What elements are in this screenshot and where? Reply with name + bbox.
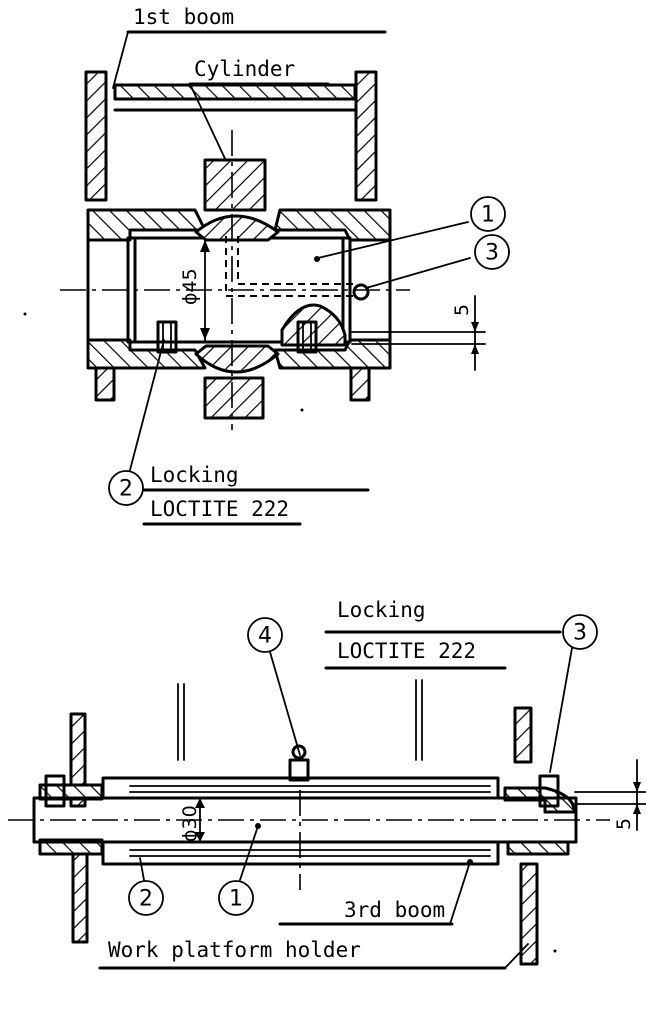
svg-text:2: 2 xyxy=(119,477,133,502)
locking-screw-right xyxy=(296,320,318,354)
label-loctite-bottom: LOCTITE 222 xyxy=(337,639,476,663)
callout-leader-1-top xyxy=(317,221,469,259)
dim-phi30: ϕ30 xyxy=(179,805,201,842)
svg-text:4: 4 xyxy=(258,624,272,649)
svg-text:1: 1 xyxy=(481,203,495,228)
lug-arc xyxy=(280,303,347,347)
callout-3-bottom: 3 xyxy=(562,614,598,650)
plate-left-lower xyxy=(71,848,89,944)
callout-1-bottom: 1 xyxy=(218,880,254,916)
svg-text:3: 3 xyxy=(485,241,499,266)
bearing-lower xyxy=(194,344,280,374)
pin-body xyxy=(126,236,352,344)
top-assembly-view: 1st boom Cylinder xyxy=(23,5,510,526)
housing-top-right xyxy=(273,208,392,242)
dim-phi45: ϕ45 xyxy=(179,268,201,305)
label-cylinder: Cylinder xyxy=(194,57,295,81)
cylinder-leader xyxy=(189,83,229,166)
plate-right-lower xyxy=(519,862,539,966)
callout-2-top: 2 xyxy=(108,470,144,506)
callout-1-top: 1 xyxy=(470,196,506,232)
callout-leader-3-top xyxy=(365,257,471,289)
label-3rd-boom: 3rd boom xyxy=(344,898,445,922)
bottom-assembly-view: Locking LOCTITE 222 3 4 xyxy=(8,598,646,970)
svg-text:1: 1 xyxy=(229,887,243,912)
label-locking-bottom: Locking xyxy=(337,598,426,622)
cylinder-lower xyxy=(203,376,265,420)
grease-nipple-bottom xyxy=(288,758,310,782)
plate-right-upper xyxy=(513,706,533,764)
callout-2-bottom: 2 xyxy=(128,880,164,916)
label-locking-top: Locking xyxy=(150,463,239,487)
svg-text:2: 2 xyxy=(139,887,153,912)
bearing-upper xyxy=(194,214,280,242)
boom-top-plate xyxy=(113,83,357,101)
label-work-platform-holder: Work platform holder xyxy=(108,938,361,962)
callout-leader-2-top xyxy=(129,339,165,471)
plate-left-upper xyxy=(69,712,87,808)
callout-3-top: 3 xyxy=(474,234,510,270)
dim-5-bottom: 5 xyxy=(613,818,635,830)
housing-bottom-left xyxy=(86,338,207,370)
screw-left xyxy=(44,774,66,808)
boom-leader xyxy=(112,31,129,89)
callout-4-bottom: 4 xyxy=(247,617,283,653)
screw-right xyxy=(538,774,560,808)
cylinder-upper xyxy=(203,158,267,212)
grease-nipple-top xyxy=(352,283,370,301)
label-loctite-top: LOCTITE 222 xyxy=(150,497,289,521)
dim-5-top: 5 xyxy=(451,304,473,316)
housing-top-left xyxy=(86,208,207,242)
svg-text:3: 3 xyxy=(573,621,587,646)
collar-right-bottom xyxy=(506,840,570,856)
grease-channel xyxy=(225,236,355,297)
boom-plate-left-upper xyxy=(84,70,108,202)
locking-screw-left xyxy=(156,320,178,354)
label-1st-boom: 1st boom xyxy=(133,5,234,29)
boom-plate-right-upper xyxy=(354,70,378,202)
